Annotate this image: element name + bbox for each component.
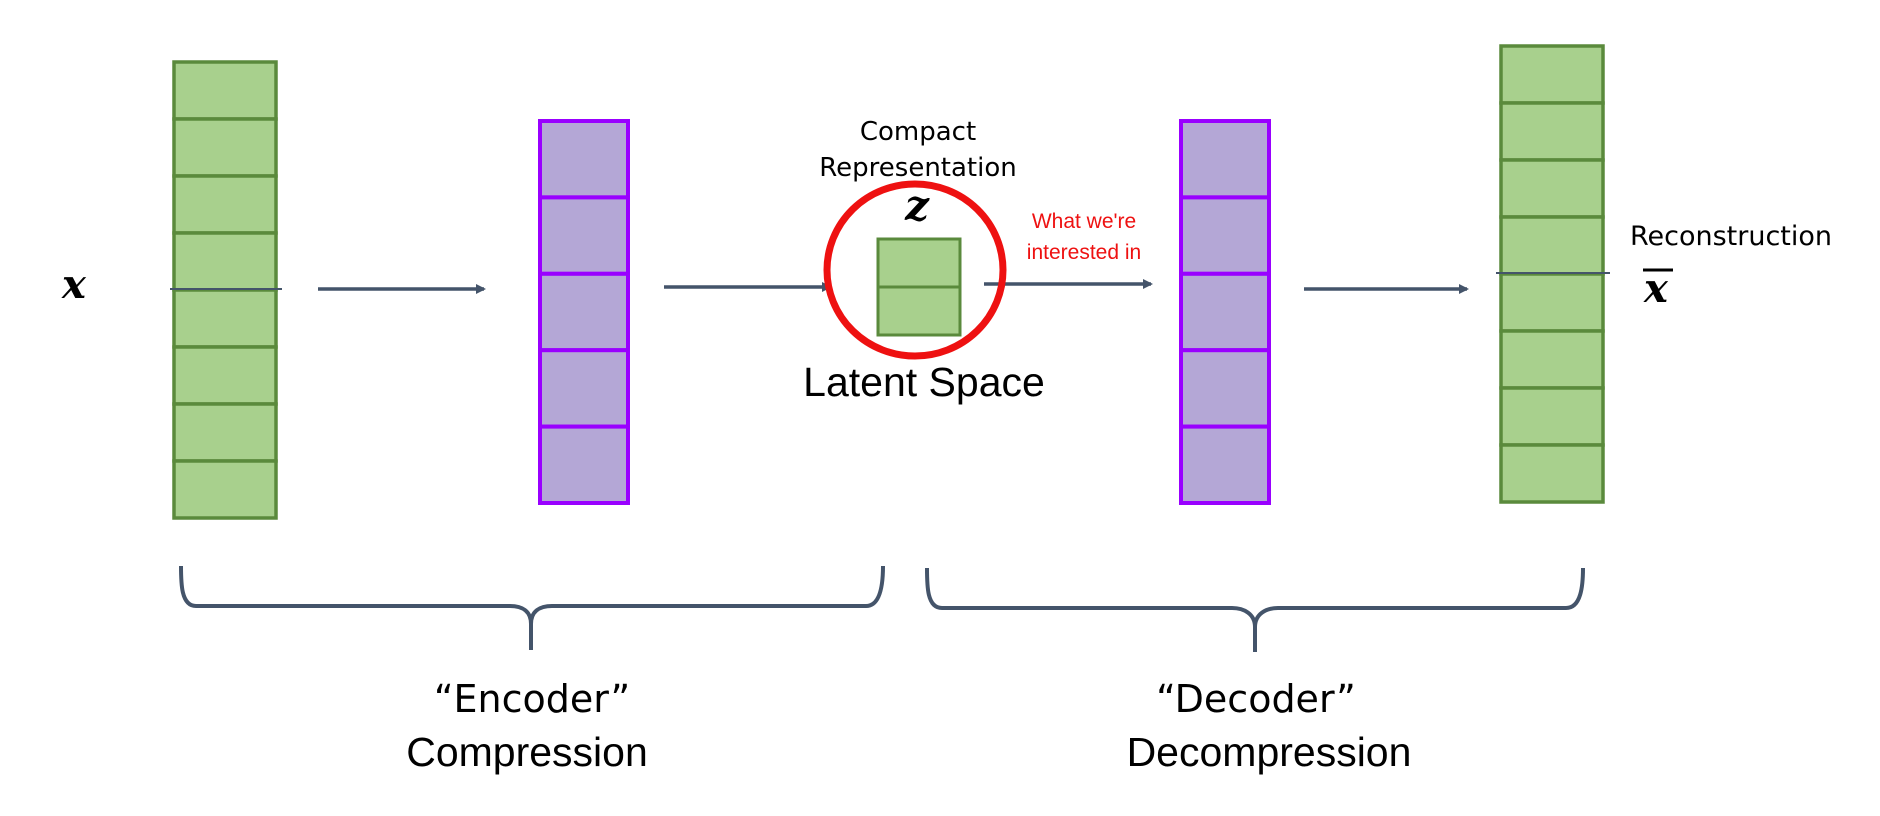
interest-label-line1: What we're (1032, 210, 1136, 233)
decoder-hidden-layer-cell (1179, 119, 1271, 200)
input-layer-cell (172, 60, 278, 121)
encoder-subtitle: Compression (406, 729, 648, 775)
output-layer-cell (1499, 329, 1605, 390)
decoder-brace (925, 567, 1585, 652)
latent-z-label: z (904, 181, 930, 230)
output-layer-cell (1499, 215, 1605, 276)
input-layer-cell (172, 174, 278, 235)
output-layer-cell (1499, 158, 1605, 219)
encoder-hidden-layer-cell (538, 424, 630, 506)
decoder-hidden-layer-cell (1179, 195, 1271, 276)
interest-label-line2: interested in (1027, 241, 1141, 264)
input-layer (172, 60, 278, 520)
compact-label-line1: Compact (860, 117, 976, 147)
latent-space-label: Latent Space (803, 359, 1045, 405)
encoder-hidden-layer-cell (538, 271, 630, 353)
output-layer-cell (1499, 44, 1605, 105)
output-layer-cell (1499, 272, 1605, 333)
decoder-hidden-layer-cell (1179, 271, 1271, 353)
latent-layer-cell (876, 237, 962, 289)
decoder-subtitle: Decompression (1127, 729, 1412, 775)
input-layer-cell (172, 402, 278, 463)
input-layer-cell (172, 117, 278, 178)
encoder-brace (179, 565, 885, 650)
input-layer-cell (172, 288, 278, 349)
output-layer-cell (1499, 443, 1605, 504)
decoder-hidden-layer (1179, 119, 1271, 506)
encoder-hidden-layer-cell (538, 348, 630, 429)
output-layer (1499, 44, 1605, 504)
input-x-label: x (61, 261, 87, 308)
encoder-hidden-layer-cell (538, 119, 630, 200)
latent-layer (876, 237, 962, 337)
output-x-label: x (1643, 265, 1669, 312)
encoder-title: “Encoder” (434, 677, 630, 721)
encoder-hidden-layer-cell (538, 195, 630, 276)
output-layer-cell (1499, 386, 1605, 447)
decoder-hidden-layer-cell (1179, 348, 1271, 429)
input-layer-cell (172, 231, 278, 292)
latent-layer-cell (876, 285, 962, 337)
input-layer-cell (172, 345, 278, 406)
encoder-hidden-layer (538, 119, 630, 506)
output-layer-cell (1499, 101, 1605, 162)
compact-label-line2: Representation (819, 153, 1016, 183)
reconstruction-label: Reconstruction (1630, 221, 1832, 252)
input-layer-cell (172, 459, 278, 520)
latent-highlight-circle (823, 180, 1007, 360)
decoder-hidden-layer-cell (1179, 424, 1271, 506)
decoder-title: “Decoder” (1156, 677, 1356, 721)
